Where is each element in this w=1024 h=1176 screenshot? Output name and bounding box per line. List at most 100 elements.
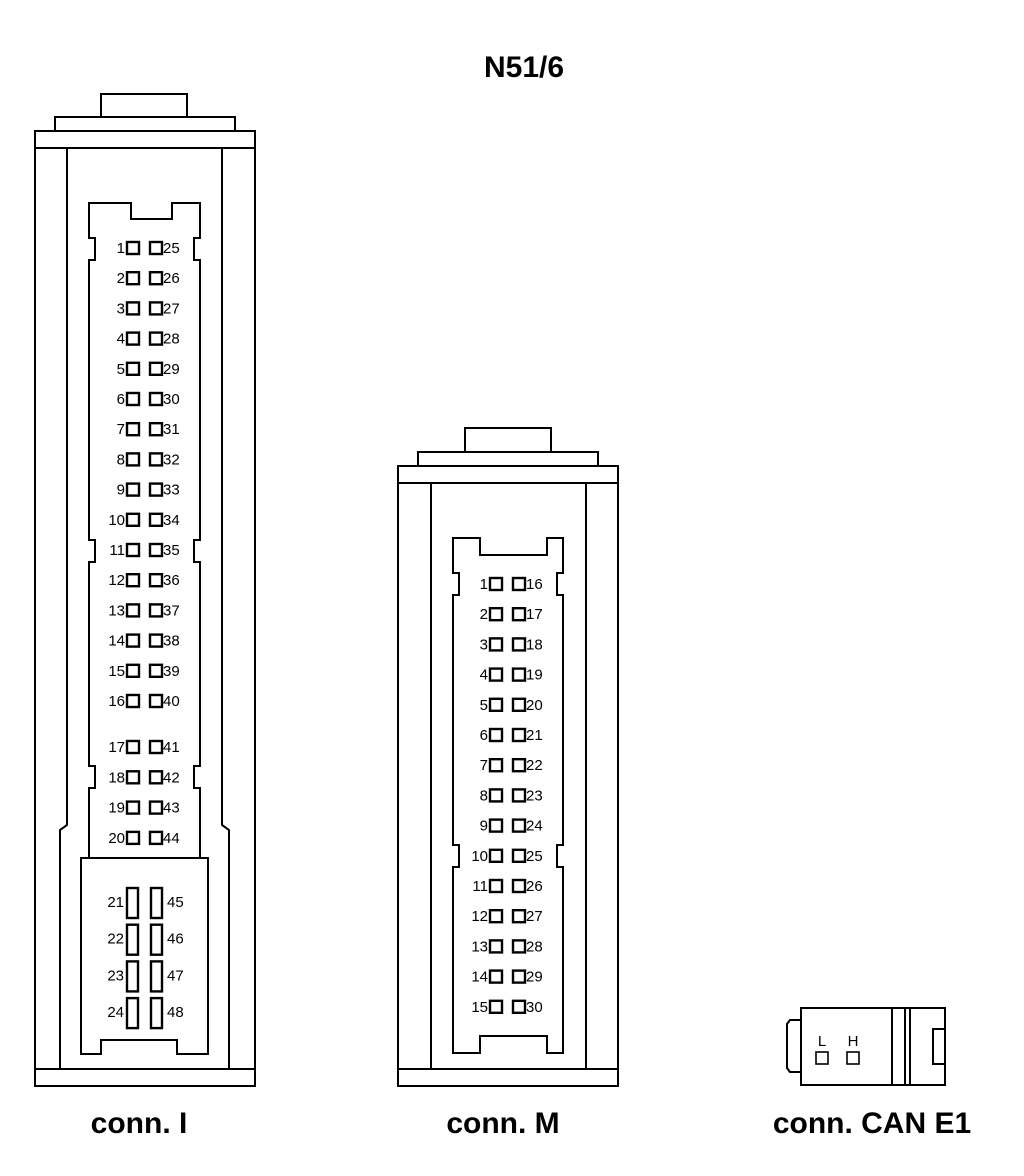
- conn-i-pin-row-7-left-contact: [125, 422, 141, 437]
- connector-i-latch-base: [54, 116, 236, 132]
- can-pin-label-l: L: [818, 1033, 826, 1050]
- conn-i-pin-row-10-right-contact: [148, 512, 164, 527]
- conn-i-pin-row-4-right-contact: [148, 331, 164, 346]
- conn-i-pin-row-10-right-label: 34: [163, 512, 180, 529]
- conn-m-pin-row-12-right-contact: [511, 909, 527, 924]
- conn-m-pin-row-15-right-label: 30: [526, 999, 543, 1016]
- conn-m-pin-row-14-left-contact: [488, 969, 504, 984]
- conn-m-pin-row-7-right-contact: [511, 758, 527, 773]
- conn-m-pin-row-5-left-contact: [488, 697, 504, 712]
- conn-m-pin-row-4-left-label: 4: [480, 667, 488, 684]
- conn-i-pin-row-14-left-label: 14: [108, 633, 125, 650]
- conn-i-pin-row-2-left-label: 2: [117, 270, 125, 287]
- conn-m-pin-row-8-left-label: 8: [480, 787, 488, 804]
- connector-can-caption: conn. CAN E1: [773, 1107, 971, 1140]
- conn-i-pin-row-20-right-label: 44: [163, 830, 180, 847]
- conn-i-pin-row-18-right-label: 42: [163, 769, 180, 786]
- conn-i-pin-row-20-left-contact: [125, 830, 141, 846]
- conn-m-pin-row-11-left-contact: [488, 878, 504, 894]
- conn-i-pin-row-3-left-contact: [125, 301, 141, 316]
- connector-i-housing: [34, 130, 256, 1087]
- conn-m-pin-row-2-right-contact: [511, 607, 527, 622]
- conn-m-pin-row-6-left-contact: [488, 727, 504, 743]
- conn-i-pin-row-19-right-label: 43: [163, 800, 180, 817]
- connector-can-latch-clip: [932, 1028, 945, 1065]
- conn-i-power-row-1-right-label: 45: [167, 894, 184, 911]
- conn-i-pin-row-17-left-label: 17: [108, 739, 125, 756]
- conn-i-pin-row-18-right-contact: [148, 770, 164, 785]
- conn-i-pin-row-1-left-contact: [125, 240, 141, 256]
- conn-m-pin-row-6-left-label: 6: [480, 727, 488, 744]
- conn-i-pin-row-3-right-contact: [148, 301, 164, 316]
- conn-i-power-row-4-right-contact: [149, 996, 164, 1030]
- conn-i-pin-row-17-left-contact: [125, 739, 141, 755]
- conn-i-pin-row-4-left-contact: [125, 331, 141, 346]
- conn-m-pin-row-8-left-contact: [488, 788, 504, 803]
- conn-i-pin-row-20-left-label: 20: [108, 830, 125, 847]
- conn-i-pin-row-9-right-contact: [148, 482, 164, 497]
- conn-i-pin-row-9-right-label: 33: [163, 482, 180, 499]
- conn-m-pin-row-1-right-label: 16: [526, 576, 543, 593]
- conn-i-pin-row-2-left-contact: [125, 271, 141, 286]
- conn-i-pin-row-5-right-label: 29: [163, 361, 180, 378]
- connector-m-latch-base: [417, 451, 599, 467]
- conn-i-power-row-3-left-contact: [125, 960, 140, 993]
- conn-m-pin-row-8-right-contact: [511, 788, 527, 803]
- can-pin-l: [815, 1051, 829, 1065]
- connector-m-latch-top: [464, 427, 552, 453]
- conn-i-pin-row-4-left-label: 4: [117, 331, 125, 348]
- conn-i-pin-row-16-left-label: 16: [108, 693, 125, 710]
- connector-m-pin-field-outline: [452, 537, 564, 1054]
- conn-i-pin-row-13-right-contact: [148, 603, 164, 618]
- conn-m-pin-row-9-left-label: 9: [480, 818, 488, 835]
- conn-i-power-row-3-left-label: 23: [107, 967, 124, 984]
- connector-i-latch-top: [100, 93, 188, 118]
- conn-i-pin-row-13-left-contact: [125, 603, 141, 618]
- conn-i-pin-row-13-left-label: 13: [108, 602, 125, 619]
- conn-i-pin-row-6-right-contact: [148, 391, 164, 407]
- conn-m-pin-row-7-left-contact: [488, 758, 504, 773]
- conn-i-pin-row-16-left-contact: [125, 693, 141, 709]
- conn-i-pin-row-7-right-label: 31: [163, 421, 180, 438]
- conn-m-pin-row-3-left-label: 3: [480, 636, 488, 653]
- conn-i-pin-row-1-right-contact: [148, 240, 164, 256]
- connector-can-e1: [786, 1007, 946, 1086]
- can-pin-label-h: H: [848, 1033, 859, 1050]
- conn-i-pin-row-5-right-contact: [148, 361, 164, 376]
- conn-m-pin-row-12-right-label: 27: [526, 908, 543, 925]
- conn-m-pin-row-8-right-label: 23: [526, 787, 543, 804]
- conn-m-pin-row-5-left-label: 5: [480, 697, 488, 714]
- conn-m-pin-row-14-right-label: 29: [526, 969, 543, 986]
- conn-i-pin-row-20-right-contact: [148, 830, 164, 846]
- conn-m-pin-row-3-right-contact: [511, 637, 527, 652]
- conn-m-pin-row-2-left-label: 2: [480, 606, 488, 623]
- conn-i-pin-row-7-left-label: 7: [117, 421, 125, 438]
- connector-m-housing: [397, 465, 619, 1087]
- conn-i-pin-row-8-right-contact: [148, 452, 164, 467]
- connector-i-caption: conn. I: [91, 1107, 188, 1140]
- connector-can-body: [786, 1007, 946, 1086]
- conn-i-pin-row-18-left-contact: [125, 770, 141, 785]
- conn-i-pin-row-19-left-label: 19: [108, 800, 125, 817]
- conn-i-pin-row-1-right-label: 25: [163, 240, 180, 257]
- conn-m-pin-row-10-left-label: 10: [471, 848, 488, 865]
- conn-m-pin-row-10-right-label: 25: [526, 848, 543, 865]
- conn-m-pin-row-12-left-contact: [488, 909, 504, 924]
- conn-i-pin-row-15-left-label: 15: [108, 663, 125, 680]
- conn-i-power-row-4-left-contact: [125, 996, 140, 1030]
- conn-i-pin-row-15-left-contact: [125, 663, 141, 678]
- conn-m-pin-row-5-right-contact: [511, 697, 527, 712]
- connector-i-inner-left-wall: [59, 148, 68, 1069]
- conn-m-pin-row-9-right-contact: [511, 818, 527, 833]
- conn-i-pin-row-6-left-contact: [125, 391, 141, 407]
- conn-m-pin-row-15-left-contact: [488, 999, 504, 1014]
- conn-m-pin-row-4-right-label: 19: [526, 667, 543, 684]
- conn-m-pin-row-9-right-label: 24: [526, 818, 543, 835]
- conn-m-pin-row-10-left-contact: [488, 848, 504, 863]
- conn-m-pin-row-11-right-label: 26: [526, 878, 543, 895]
- conn-i-pin-row-15-right-contact: [148, 663, 164, 678]
- conn-i-pin-row-3-right-label: 27: [163, 300, 180, 317]
- connector-i-inner-right-wall: [221, 148, 230, 1069]
